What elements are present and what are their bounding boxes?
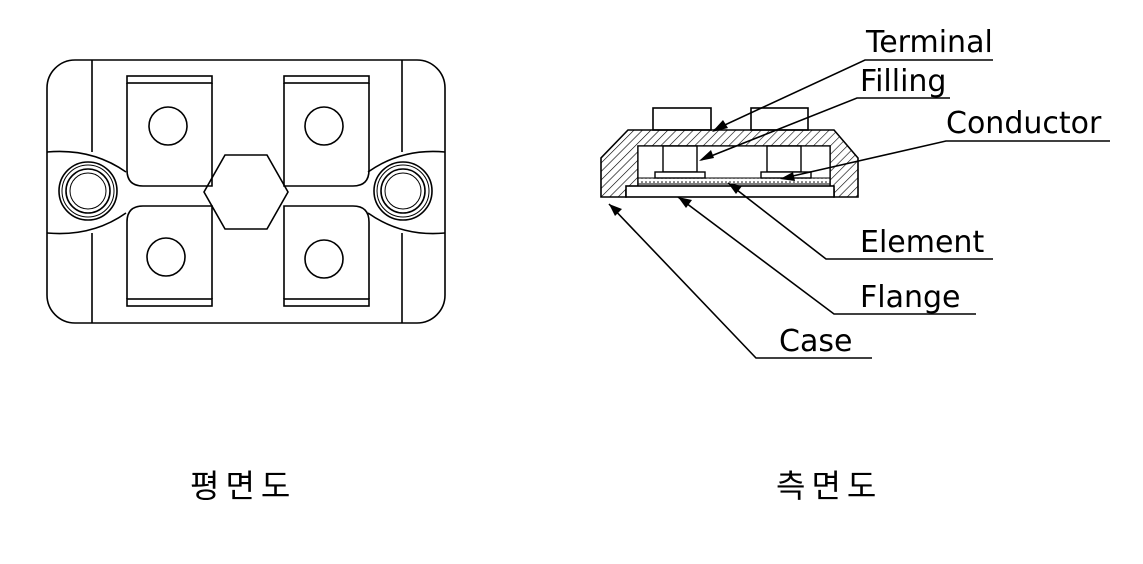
plan-outline	[46, 59, 446, 324]
side-view-caption: 측면도	[776, 467, 882, 505]
side-terminal-right	[750, 107, 809, 131]
label-conductor: Conductor	[946, 106, 1102, 141]
mount-hole-left	[58, 161, 118, 221]
side-terminal-left	[652, 107, 712, 131]
terminal-tab-top-right	[283, 75, 370, 187]
mount-hole-right	[373, 161, 433, 221]
label-terminal: Terminal	[865, 25, 993, 60]
leader-filling	[699, 97, 950, 161]
leader-terminal	[712, 59, 993, 132]
label-flange: Flange	[860, 280, 961, 315]
leader-case	[608, 203, 872, 359]
side-conductor-left	[654, 145, 706, 179]
side-view: Terminal Filling Conductor Element Flang…	[600, 25, 1110, 505]
plan-view: 평면도	[46, 59, 446, 505]
leader-conductor	[780, 140, 1110, 181]
label-element: Element	[860, 225, 984, 260]
terminal-tab-bottom-left	[126, 205, 213, 307]
leader-element	[727, 182, 993, 260]
center-hexagon	[203, 154, 289, 230]
leader-flange	[677, 196, 976, 315]
label-case: Case	[779, 324, 852, 359]
terminal-tab-bottom-right	[283, 205, 370, 307]
label-filling: Filling	[860, 64, 946, 99]
plan-view-caption: 평면도	[190, 467, 296, 505]
element-layer	[637, 177, 831, 185]
flange-plate	[625, 185, 835, 198]
terminal-tab-top-left	[126, 75, 213, 187]
